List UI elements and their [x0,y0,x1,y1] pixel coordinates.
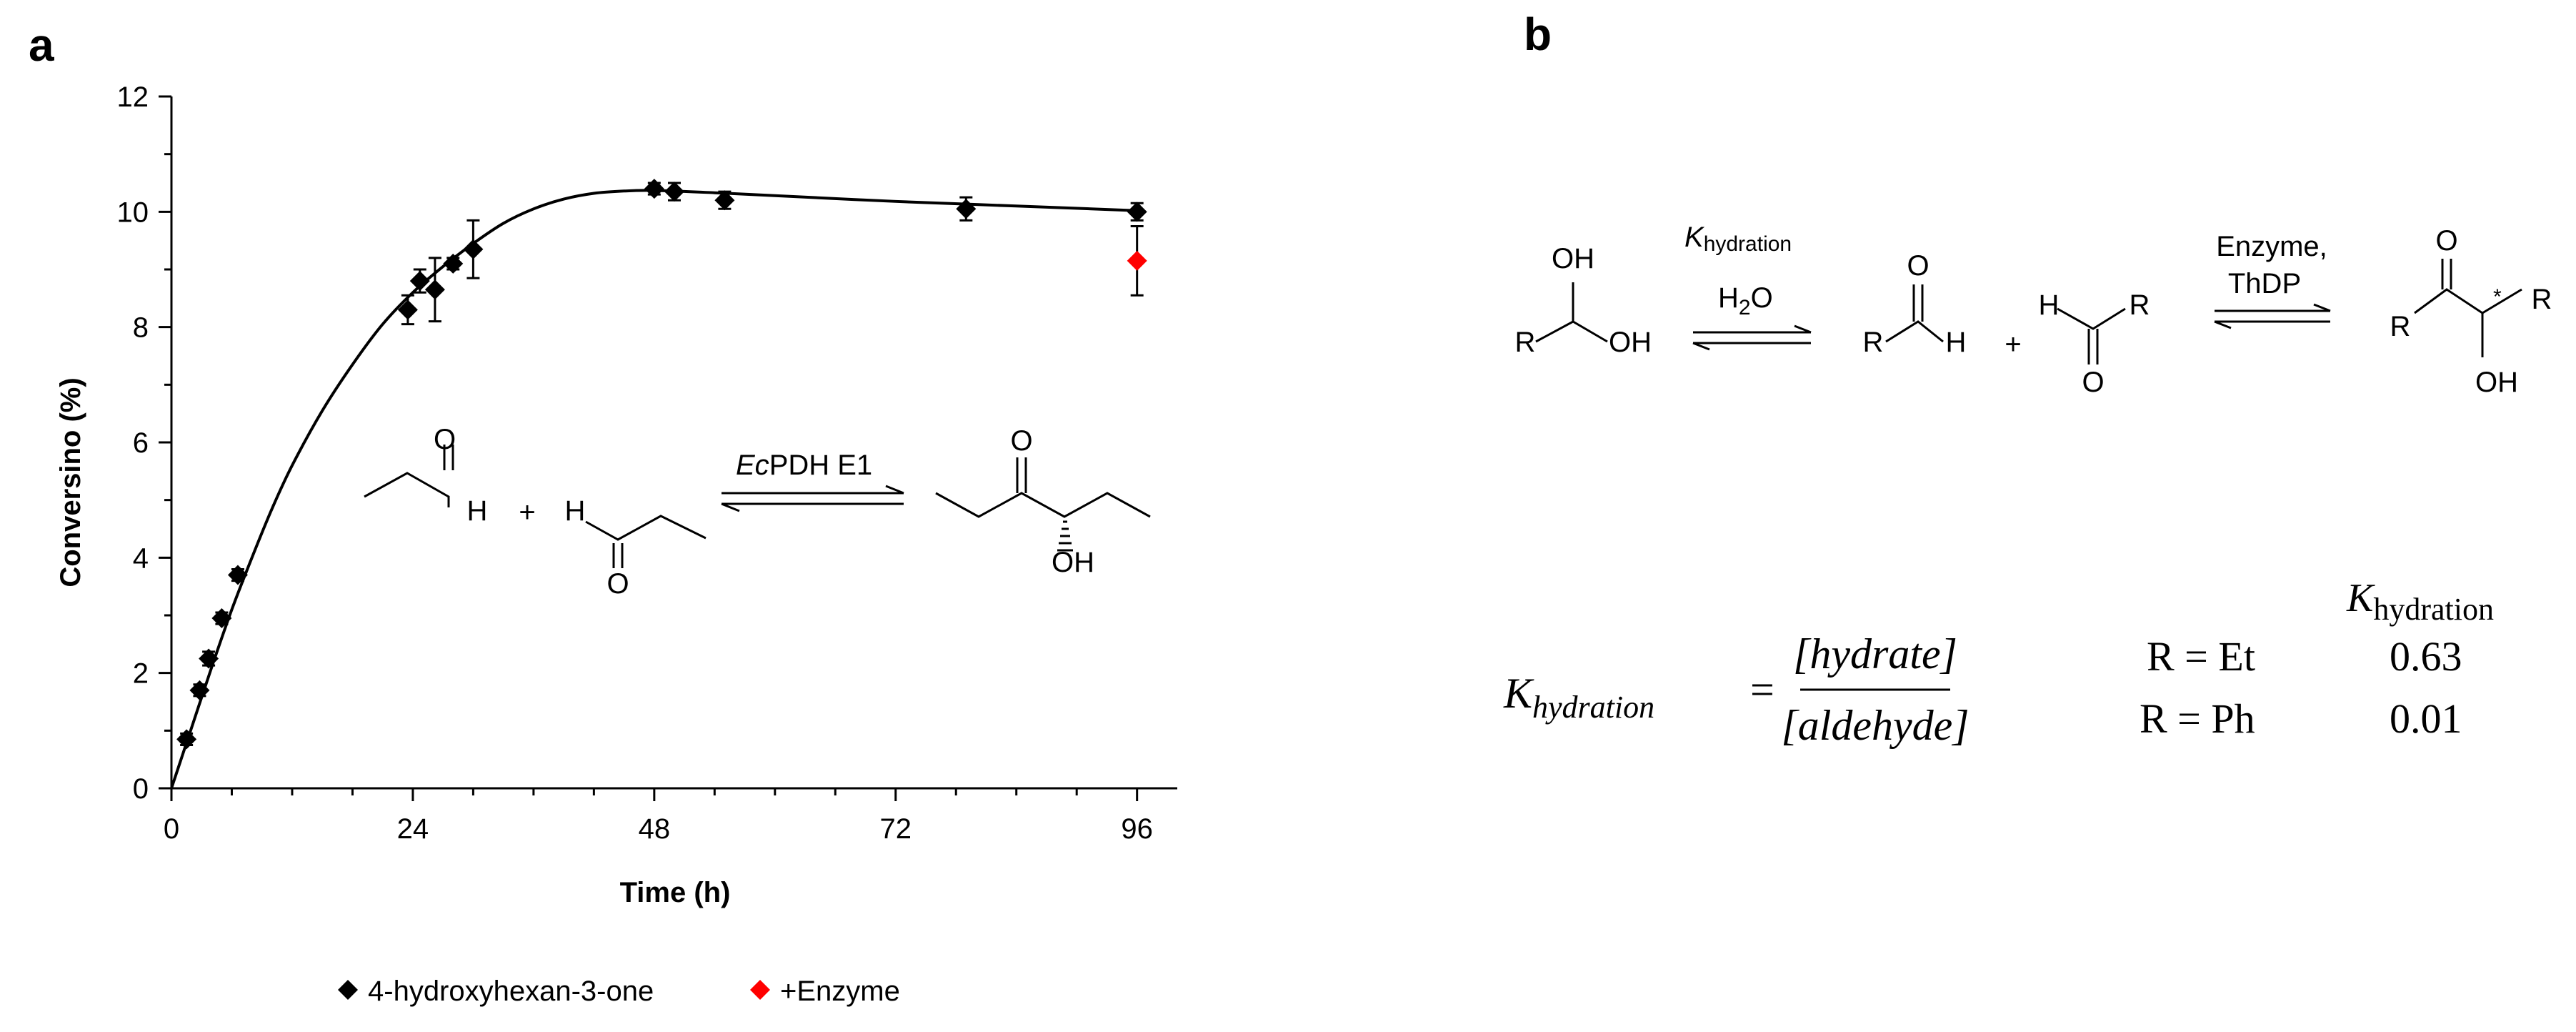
panel-label-b: b [1524,9,1552,60]
aldehyde-1-hydrogen: H [1946,327,1967,358]
table-row-et-label: R = Et [2147,633,2255,680]
aldehyde-2-skeleton [2057,307,2126,330]
cofactor-label: ThDP [2228,268,2301,299]
propanal-1-hydrogen: H [467,495,488,527]
equation-denominator: [aldehyde] [1781,702,1969,749]
x-tick-label: 24 [397,813,429,845]
hydration-arrowhead-top [1794,324,1812,334]
scheme-b-labels: OH R OH Khydration H2O O R H + H R O Enz… [1515,222,2552,398]
x-tick-label: 48 [639,813,671,845]
acyloin-r-left: R [2390,311,2411,342]
scheme-b-plus: + [2005,329,2021,360]
propanal-1-oxygen: O [434,424,456,455]
y-tick-label: 4 [133,542,149,574]
table-row-ph-value: 0.01 [2390,695,2462,742]
product-hashed-bond [1057,520,1073,552]
data-point [211,608,232,629]
legend-marker-series-2 [750,980,770,1000]
y-tick-label: 12 [117,81,149,113]
legend-marker-series-1 [338,980,358,1000]
acyloin-r-right: R [2532,284,2552,315]
data-point [189,680,210,700]
panel-label-a: a [29,19,54,71]
acyloin-hydroxyl: OH [2475,367,2518,398]
hydration-equation: Khydration = [hydrate] [aldehyde] [1503,630,1970,749]
y-tick-label: 2 [133,658,149,690]
k-hydration-label: Khydration [1684,222,1792,256]
legend-label-series-2: +Enzyme [780,976,900,1007]
stereocenter-star: * [2493,285,2502,309]
product-skeleton [935,492,1151,518]
propanal-2-oxygen: O [606,568,629,600]
aldehyde-1-oxygen: O [1907,250,1929,282]
data-point [644,179,664,199]
data-point [199,648,219,669]
acyloin-skeleton [2414,288,2522,314]
aldehyde-1-r: R [1863,327,1884,358]
reaction-a-plus: + [519,497,535,528]
product-hydroxyl: OH [1052,547,1094,578]
legend-label-series-1: 4-hydroxyhexan-3-one [368,976,654,1007]
hydrate-oh-top: OH [1552,243,1594,274]
data-point [397,299,418,320]
x-axis-title: Time (h) [620,877,731,908]
aldehyde-2-r: R [2130,289,2150,321]
equation-equals: = [1750,666,1774,713]
data-point [714,190,735,211]
y-tick-label: 8 [133,312,149,344]
product-oxygen: O [1010,425,1032,457]
data-point [664,182,684,202]
hydration-arrowhead-bottom [1692,342,1710,351]
acyloin-oxygen: O [2435,225,2457,257]
aldehyde-2-hydrogen: H [2039,289,2060,321]
y-tick-label: 10 [117,197,149,228]
enzyme-arrowhead-top [2313,303,2331,312]
legend: 4-hydroxyhexan-3-one +Enzyme [338,976,900,1007]
y-tick-label: 0 [133,773,149,805]
enzyme-label-b: Enzyme, [2216,231,2327,262]
enzyme-data-point [1127,250,1147,271]
data-point [463,239,484,259]
enzyme-label: EcPDH E1 [736,450,872,481]
water-label: H2O [1718,282,1773,319]
data-point [176,729,197,750]
y-axis-title: Conversino (%) [55,377,86,587]
table-row-et-value: 0.63 [2390,633,2462,680]
hydrate-skeleton [1535,320,1608,343]
equilibrium-arrowhead-top [885,485,904,495]
equation-numerator: [hydrate] [1793,630,1957,678]
aldehyde-2-oxygen: O [2082,367,2104,398]
equation-k: Khydration [1503,670,1654,725]
x-tick-label: 0 [164,813,179,845]
table-row-ph-label: R = Ph [2140,695,2255,742]
x-tick-label: 72 [880,813,912,845]
k-hydration-table: Khydration R = Et 0.63 R = Ph 0.01 [2140,576,2494,742]
data-point [227,565,248,585]
reaction-a-labels: O H + H O O EcPDH E1 OH [434,424,1094,600]
propanal-2-hydrogen: H [565,495,586,527]
hydration-scheme [1535,259,2522,364]
data-point [443,253,464,274]
equilibrium-arrowhead-bottom [721,502,740,512]
data-point [956,199,977,219]
propanal-1-skeleton [364,472,450,507]
enzyme-arrowhead-bottom [2214,320,2232,329]
table-header: Khydration [2346,576,2494,627]
fit-curve [170,189,1137,789]
hydrate-r: R [1515,327,1536,358]
data-point [1127,202,1147,222]
hydrate-oh-bottom: OH [1609,327,1652,358]
data-point [409,271,430,292]
data-point [424,279,445,300]
reaction-scheme-a [364,445,1151,568]
data-points [176,179,1147,750]
x-tick-label: 96 [1121,813,1153,845]
fit-line [170,189,1137,789]
y-tick-label: 6 [133,427,149,459]
propanal-2-skeleton [585,515,707,541]
aldehyde-1-skeleton [1885,320,1944,343]
